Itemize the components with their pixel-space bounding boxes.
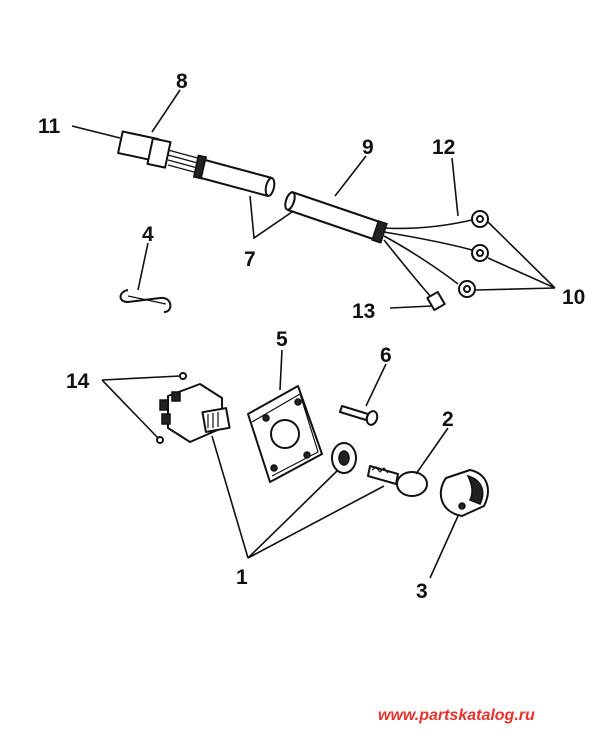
watermark-text: www.partskatalog.ru [378, 707, 535, 724]
callout-12: 12 [432, 136, 455, 159]
mounting-plate [247, 385, 323, 483]
retaining-clip [119, 289, 172, 313]
callout-4: 4 [142, 223, 154, 246]
callout-5: 5 [276, 328, 288, 351]
callout-2: 2 [442, 408, 454, 431]
ignition-key [367, 465, 428, 497]
callout-10: 10 [562, 286, 585, 309]
callout-7: 7 [244, 248, 256, 271]
callout-1: 1 [236, 566, 248, 589]
key-cap [439, 469, 489, 517]
callout-3: 3 [416, 580, 428, 603]
screw [339, 405, 379, 426]
callout-labels: 11 8 4 7 9 12 10 13 14 5 6 2 3 1 [38, 70, 585, 603]
callout-9: 9 [362, 136, 374, 159]
callout-8: 8 [176, 70, 188, 93]
leader-lines [71, 89, 556, 579]
callout-13: 13 [352, 300, 375, 323]
callout-6: 6 [380, 344, 392, 367]
harness-connector [117, 130, 276, 197]
callout-14: 14 [66, 370, 90, 393]
ignition-switch [159, 383, 231, 443]
harness-cable [284, 191, 489, 312]
callout-11: 11 [38, 115, 61, 138]
lock-nut [331, 442, 357, 474]
